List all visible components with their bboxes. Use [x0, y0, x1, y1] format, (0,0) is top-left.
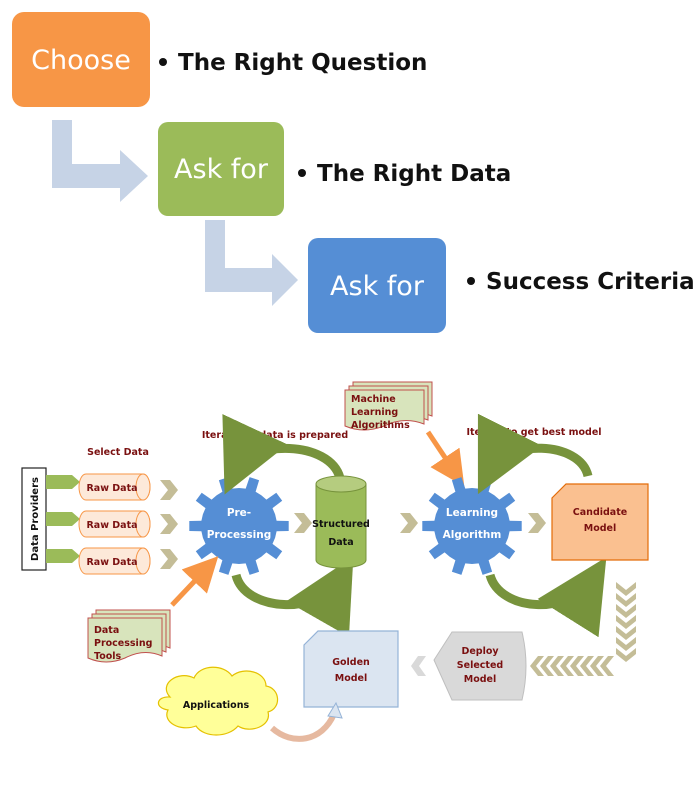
chevron-arrow [570, 656, 584, 676]
step-ask-criteria-bullet: Success Criteria [486, 269, 695, 295]
chevron-arrow [560, 656, 574, 676]
ml-algorithms-label-3: Algorithms [351, 420, 410, 431]
iterate-model-label: Iterate to get best model [466, 427, 601, 438]
iterate-data-label: Iterate till data is prepared [202, 430, 348, 441]
ml-to-learning-arrow [425, 430, 465, 487]
chevron-arrow-left [411, 656, 426, 676]
data-providers-label: Data Providers [30, 477, 41, 561]
provider-arrow-3 [46, 549, 80, 563]
raw-data-label: Raw Data [86, 520, 137, 531]
chevron-arrow [616, 593, 636, 607]
raw-data-2: Raw Data [78, 510, 151, 538]
loop-arrow-top-1 [222, 413, 345, 495]
ml-algorithms-label-1: Machine [351, 394, 396, 405]
preprocessing-label-2: Processing [207, 529, 272, 541]
loop-arrow-bottom-2 [485, 557, 607, 638]
ml-algorithms-label-2: Learning [351, 407, 398, 418]
preprocessing-label-1: Pre- [227, 507, 251, 519]
step-choose-label: Choose [31, 45, 131, 76]
deploy-chevron-chain [530, 582, 636, 676]
gear-shape [189, 477, 289, 575]
data-processing-tools-label-2: Processing [94, 638, 152, 649]
step-ask-data-box [158, 122, 284, 216]
bullet-dot [159, 58, 167, 66]
candidate-model-label-2: Model [584, 523, 616, 534]
chevron-arrow [580, 656, 594, 676]
golden-model-label-1: Golden [332, 657, 370, 668]
applications-to-golden-arrow [269, 712, 337, 742]
provider-arrow-1 [46, 475, 80, 489]
learning-algorithm-label-2: Algorithm [443, 529, 502, 541]
chevron-arrow [600, 656, 614, 676]
step-ask-criteria: Ask for Success Criteria [308, 238, 695, 333]
chevron-arrow [530, 656, 544, 676]
gear-shape [422, 477, 522, 575]
step-choose-bullet: The Right Question [178, 50, 427, 76]
data-processing-tools-label-3: Tools [94, 651, 122, 662]
deploy-label-1: Deploy [461, 646, 499, 657]
chevron-arrow [160, 480, 178, 500]
select-data-label: Select Data [87, 447, 149, 458]
chevron-arrow [550, 656, 564, 676]
step-choose: Choose The Right Question [12, 12, 427, 107]
chevron-arrow [616, 615, 636, 629]
raw-data-label: Raw Data [86, 483, 137, 494]
step-ask-data-label: Ask for [174, 154, 269, 185]
chevron-arrow [616, 626, 636, 640]
learning-algorithm-gear [422, 477, 522, 575]
ml-algorithms-note: Machine Learning Algorithms [344, 381, 433, 431]
step-ask-data: Ask for The Right Data [158, 122, 511, 216]
structured-data-label-2: Data [328, 537, 353, 548]
chevron-arrow [400, 513, 418, 533]
golden-model-label-2: Model [335, 673, 367, 684]
raw-data-label: Raw Data [86, 557, 137, 568]
candidate-model-label-1: Candidate [573, 507, 627, 518]
deploy-label-3: Model [464, 674, 496, 685]
step-choose-box [12, 12, 150, 107]
chevron-arrow [616, 582, 636, 596]
loop-arrow-top-2 [477, 413, 593, 495]
step-arrow-1 [52, 120, 148, 202]
step-arrow-2 [205, 220, 298, 306]
data-processing-tools-note: Data Processing Tools [87, 609, 171, 663]
chevron-arrow [540, 656, 554, 676]
deploy-selected-model: Deploy Selected Model [433, 631, 527, 701]
raw-data-3: Raw Data [78, 547, 151, 575]
deploy-label-2: Selected [457, 660, 503, 671]
chevron-arrow [616, 604, 636, 618]
structured-data: Structured Data [312, 475, 370, 569]
data-processing-tools-label-1: Data [94, 625, 119, 636]
applications-cloud: Applications [157, 666, 279, 736]
bullet-dot [298, 169, 306, 177]
chevron-arrow [528, 513, 546, 533]
chevron-arrow [294, 513, 312, 533]
step-ask-data-bullet: The Right Data [317, 161, 511, 187]
applications-arrowhead [327, 701, 343, 719]
structured-data-label-1: Structured [312, 519, 370, 530]
chevron-arrow [160, 514, 178, 534]
step-ask-criteria-label: Ask for [330, 271, 425, 302]
chevron-arrow [616, 648, 636, 662]
step-ask-criteria-box [308, 238, 446, 333]
chevron-arrow [616, 637, 636, 651]
tools-to-preprocessing-arrow [170, 556, 219, 607]
loop-arrow-bottom-1 [231, 556, 354, 637]
golden-model: Golden Model [303, 630, 399, 708]
bullet-dot [467, 277, 475, 285]
chevron-arrow [160, 549, 178, 569]
chevron-arrow [590, 656, 604, 676]
raw-data-1: Raw Data [78, 473, 151, 501]
candidate-model: Candidate Model [551, 483, 649, 561]
learning-algorithm-label-1: Learning [446, 507, 498, 519]
preprocessing-gear [189, 477, 289, 575]
provider-arrow-2 [46, 512, 80, 526]
data-providers: Data Providers [21, 467, 47, 571]
applications-label: Applications [183, 700, 250, 711]
